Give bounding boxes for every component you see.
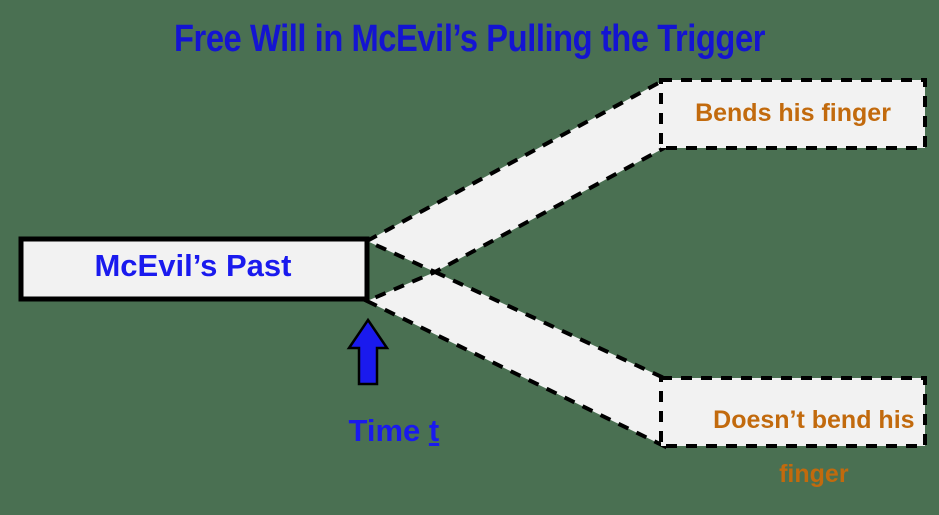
bends-his-finger-box (659, 78, 927, 150)
diagram-canvas: Free Will in McEvil’s Pulling the Trigge… (18, 19, 927, 488)
branching-diagram (18, 76, 927, 450)
doesnt-bend-his-finger-box (659, 376, 927, 448)
time-arrow-icon (346, 317, 390, 386)
mcevils-past-box (18, 236, 370, 302)
lower-branch-wedge (362, 269, 666, 450)
upper-branch-wedge (362, 76, 666, 275)
